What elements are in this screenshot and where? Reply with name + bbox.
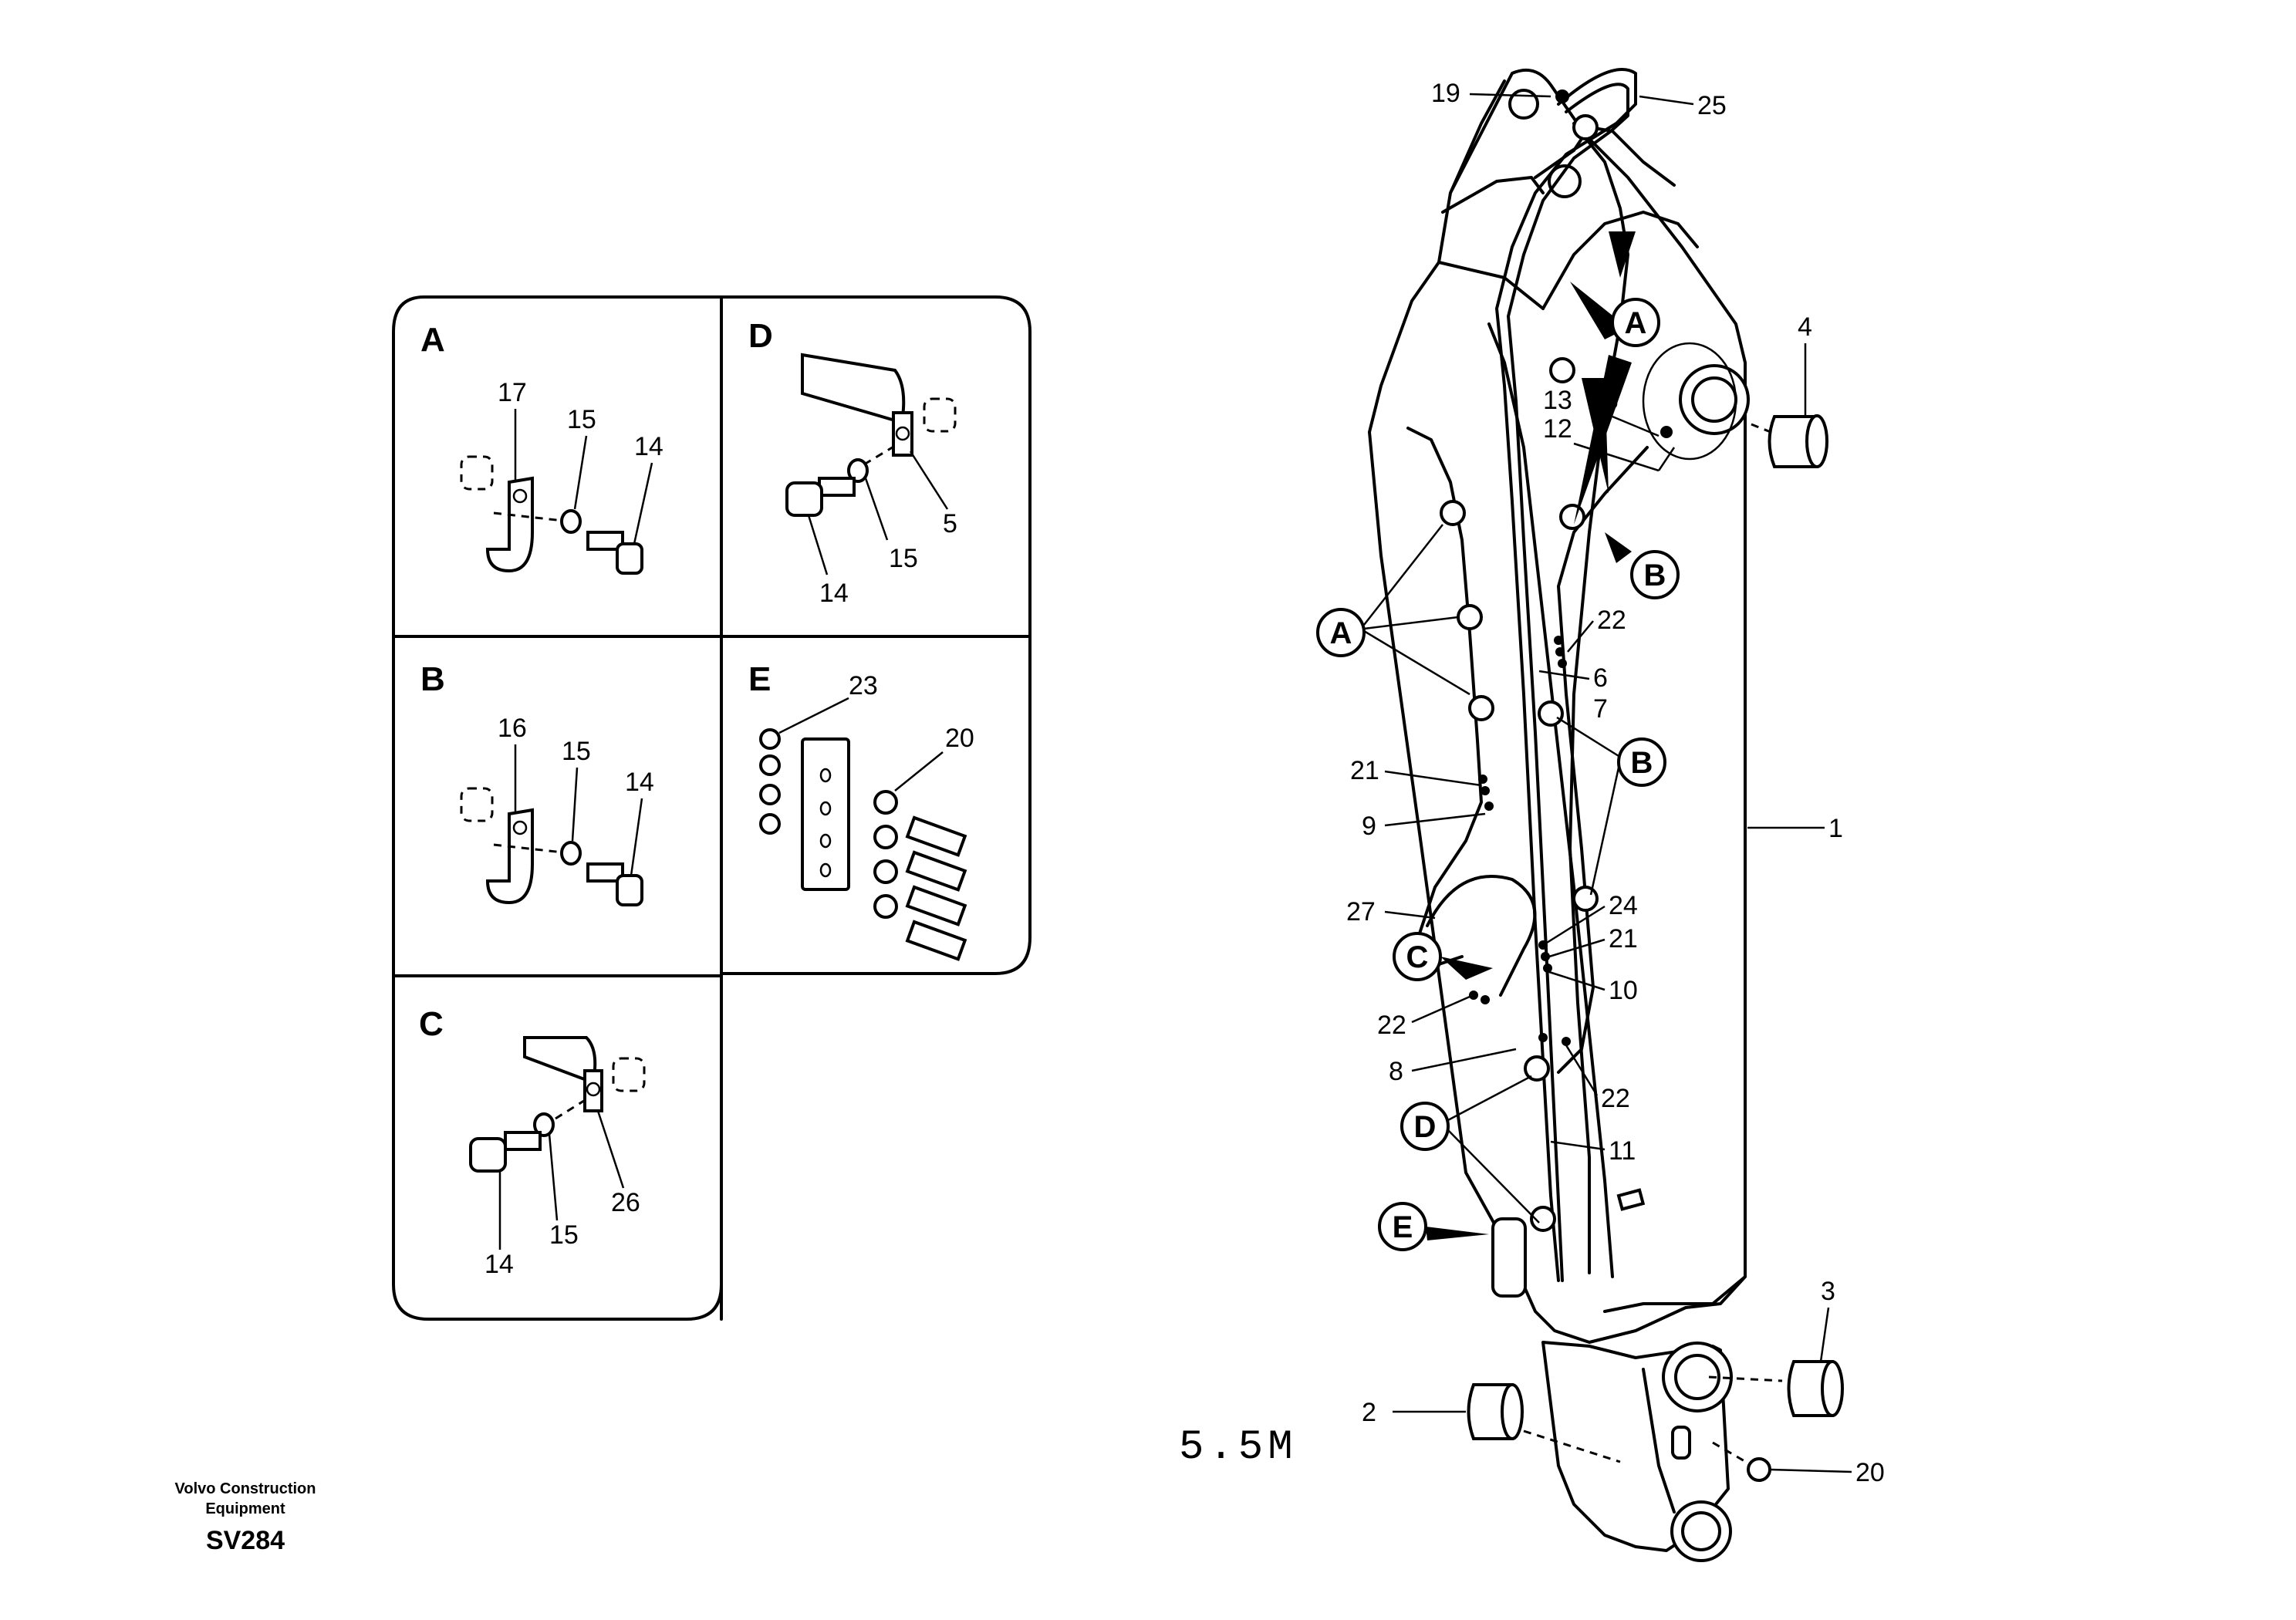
part-number: 8 <box>1389 1057 1403 1086</box>
panel-letter-c: C <box>419 1005 444 1043</box>
part-label: 23 <box>849 671 878 700</box>
part-number: 22 <box>1597 606 1626 635</box>
part-number: 10 <box>1609 976 1638 1005</box>
part-number: 6 <box>1593 663 1608 693</box>
footer: Volvo Construction Equipment SV284 <box>175 1480 316 1555</box>
part-number: 22 <box>1377 1011 1406 1040</box>
panel-b: B 16 15 14 <box>420 660 654 906</box>
part-label: 14 <box>819 579 849 608</box>
part-number: 22 <box>1601 1084 1630 1113</box>
part-number: 19 <box>1431 79 1460 108</box>
fittings <box>1469 89 1673 1046</box>
small-bolts <box>759 728 781 835</box>
part-number: 1 <box>1828 814 1843 843</box>
part-number: 2 <box>1362 1398 1376 1427</box>
panel-e: E 23 20 <box>748 660 974 961</box>
callout-e: E <box>1393 1210 1413 1244</box>
part-label: 14 <box>625 768 654 797</box>
part-label: 20 <box>945 724 974 753</box>
part-label: 15 <box>562 737 591 766</box>
panel-c: C 26 15 14 <box>419 1005 646 1279</box>
callout-b-mid: B <box>1631 746 1653 780</box>
part-label: 17 <box>498 378 527 407</box>
company-line-2: Equipment <box>205 1500 285 1517</box>
panel-d: D 5 15 14 <box>748 317 957 608</box>
part-number: 25 <box>1697 91 1727 120</box>
part-label: 14 <box>485 1250 514 1279</box>
hose-fittings <box>873 790 967 961</box>
excavator-arm <box>1368 69 1750 1562</box>
panel-letter-a: A <box>420 321 445 359</box>
part-number: 11 <box>1609 1136 1636 1166</box>
part-number: 13 <box>1543 386 1572 415</box>
part-number: 21 <box>1609 924 1638 953</box>
part-number: 27 <box>1346 897 1376 926</box>
part-number: 24 <box>1609 891 1638 920</box>
document-code: SV284 <box>206 1526 285 1555</box>
part-number: 9 <box>1362 812 1376 841</box>
part-number: 18 <box>1589 386 1619 415</box>
part-number: 21 <box>1350 756 1379 785</box>
callout-a-left: A <box>1330 616 1352 650</box>
part-number-labels: 19 25 4 13 18 12 22 6 7 1 21 9 27 24 21 … <box>1346 79 1885 1487</box>
part-label: 26 <box>611 1188 640 1217</box>
part-label: 5 <box>943 509 957 538</box>
callouts: A A B B C D E <box>1316 231 1680 1251</box>
variant-label: 5.5M <box>1179 1424 1298 1471</box>
callout-b-top: B <box>1644 559 1666 592</box>
detail-panels <box>392 295 1032 1321</box>
part-label: 15 <box>549 1220 579 1250</box>
part-label: 14 <box>634 432 663 461</box>
panel-letter-d: D <box>748 317 773 355</box>
bushings <box>1467 414 1844 1482</box>
part-number: 12 <box>1543 414 1572 444</box>
part-number: 3 <box>1821 1277 1835 1306</box>
company-line-1: Volvo Construction <box>175 1480 316 1497</box>
part-label: 16 <box>498 714 527 743</box>
callout-d: D <box>1414 1110 1437 1144</box>
panel-a: A 17 15 14 <box>420 321 663 575</box>
part-number: 4 <box>1798 312 1812 342</box>
part-label: 15 <box>889 544 918 573</box>
panel-letter-b: B <box>420 660 445 698</box>
callout-c: C <box>1406 940 1429 974</box>
part-number: 20 <box>1855 1458 1885 1487</box>
part-number: 7 <box>1593 694 1608 724</box>
part-label: 15 <box>567 405 596 434</box>
callout-a-top: A <box>1625 306 1647 340</box>
panel-letter-e: E <box>748 660 771 698</box>
